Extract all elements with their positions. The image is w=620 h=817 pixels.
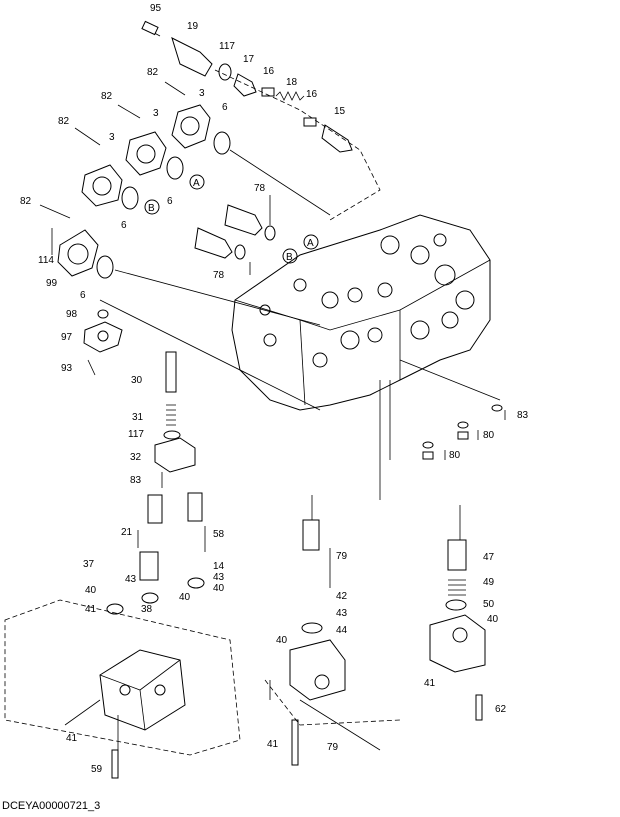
marker-b-2: B (286, 252, 293, 263)
marker-b-1: B (148, 203, 155, 214)
callout-label: 99 (46, 278, 58, 289)
callout-label: 82 (20, 196, 32, 207)
callout-label: 80 (483, 430, 495, 441)
callout-label: 38 (141, 604, 153, 615)
callout-label: 40 (276, 635, 288, 646)
callout-label: 62 (495, 704, 507, 715)
document-id: DCEYA00000721_3 (2, 800, 101, 812)
callout-label: 6 (80, 290, 86, 301)
callout-label: 17 (243, 54, 255, 65)
middle-lower-block (264, 380, 401, 766)
callout-label: 3 (109, 132, 115, 143)
callout-label: 47 (483, 552, 495, 563)
reference-markers: A B A B (144, 174, 319, 264)
callout-label: 30 (131, 375, 143, 386)
callout-label: 59 (91, 764, 103, 775)
callout-label: 83 (130, 475, 142, 486)
callout-label: 82 (147, 67, 159, 78)
callout-label: 40 (213, 583, 225, 594)
callout-label: 82 (58, 116, 70, 127)
callout-label: 78 (254, 183, 266, 194)
callout-label: 15 (334, 106, 346, 117)
left-spool-assembly (83, 299, 321, 488)
callout-label: 41 (267, 739, 279, 750)
callout-label: 117 (219, 41, 235, 52)
callout-label: 42 (336, 591, 348, 602)
main-valve-body (231, 214, 491, 411)
callout-label: 79 (327, 742, 339, 753)
callout-label: 14 (213, 561, 225, 572)
callout-label: 19 (187, 21, 199, 32)
callout-label: 43 (125, 574, 137, 585)
callout-label: 41 (85, 604, 97, 615)
callout-label: 50 (483, 599, 495, 610)
callout-label: 18 (286, 77, 298, 88)
callout-label: 16 (306, 89, 318, 100)
callout-label: 114 (38, 255, 54, 266)
callout-label: 31 (132, 412, 144, 423)
leader-brackets (51, 195, 506, 751)
callout-label: 43 (336, 608, 348, 619)
callout-label: 3 (199, 88, 205, 99)
callout-labels: 95 19 117 17 16 18 16 15 82 3 82 3 82 3 … (20, 3, 529, 775)
callout-label: 82 (101, 91, 113, 102)
callout-label: 49 (483, 577, 495, 588)
right-plugs (399, 359, 503, 460)
relief-valve-assembly (141, 20, 381, 221)
callout-label: 40 (487, 614, 499, 625)
callout-label: 41 (424, 678, 436, 689)
left-lower-block (4, 492, 241, 779)
callout-label: 41 (66, 733, 78, 744)
callout-label: 97 (61, 332, 73, 343)
callout-label: 6 (167, 196, 173, 207)
callout-label: 43 (213, 572, 225, 583)
callout-label: 6 (121, 220, 127, 231)
callout-label: 93 (61, 363, 73, 374)
callout-label: 44 (336, 625, 348, 636)
callout-label: 32 (130, 452, 142, 463)
right-lower-block (389, 380, 486, 721)
callout-label: 58 (213, 529, 225, 540)
callout-label: 83 (517, 410, 529, 421)
cartridge-valves (194, 204, 276, 260)
callout-label: 79 (336, 551, 348, 562)
callout-label: 37 (83, 559, 95, 570)
callout-label: 16 (263, 66, 275, 77)
callout-label: 21 (121, 527, 133, 538)
callout-label: 6 (222, 102, 228, 113)
callout-label: 80 (449, 450, 461, 461)
marker-a-1: A (193, 178, 200, 189)
flange-group (39, 81, 331, 326)
callout-label: 3 (153, 108, 159, 119)
callout-label: 117 (128, 429, 144, 440)
callout-label: 95 (150, 3, 162, 14)
callout-label: 98 (66, 309, 78, 320)
callout-label: 78 (213, 270, 225, 281)
marker-a-2: A (307, 238, 314, 249)
callout-label: 40 (85, 585, 97, 596)
callout-label: 40 (179, 592, 191, 603)
